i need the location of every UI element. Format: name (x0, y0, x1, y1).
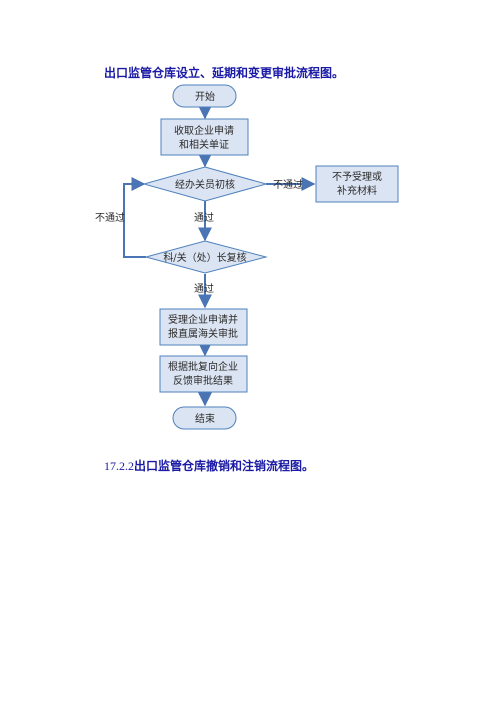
section-title: 出口监管仓库撤销和注销流程图。 (134, 459, 315, 473)
step-reject-or-supplement (315, 165, 399, 203)
start-label: 开始 (195, 90, 215, 103)
edge-label-fail-left: 不通过 (95, 211, 125, 224)
start-terminator (172, 84, 237, 108)
step-accept-line1: 受理企业申请并 (168, 313, 238, 326)
section-subheading: 17.2.2出口监管仓库撤销和注销流程图。 (104, 457, 314, 474)
step-reject-line1: 不予受理或 (332, 171, 382, 183)
step-feedback-line2: 反馈审批结果 (173, 374, 233, 387)
edge-label-fail-right: 不通过 (273, 178, 303, 191)
decision-chief-review-label: 科/关（处）长复核 (163, 251, 246, 264)
step-feedback-result (159, 355, 248, 393)
step-reject-line2: 补充材料 (337, 184, 377, 197)
step-accept-and-report (159, 308, 248, 346)
decision-initial-review (142, 166, 268, 202)
step-receive-application-line2: 和相关单证 (179, 138, 229, 151)
end-label: 结束 (195, 412, 215, 425)
end-terminator (172, 406, 237, 430)
arrow-check2-back-to-check1 (123, 177, 146, 258)
step-receive-application-line1: 收取企业申请 (174, 124, 234, 137)
edge-label-pass-1: 通过 (194, 211, 214, 224)
step-accept-line2: 报直属海关审批 (168, 327, 238, 340)
flowchart-title: 出口监管仓库设立、延期和变更审批流程图。 (104, 66, 345, 80)
step-receive-application (160, 118, 249, 156)
step-feedback-line1: 根据批复向企业 (168, 360, 238, 373)
decision-chief-review (144, 240, 268, 274)
edge-label-pass-2: 通过 (194, 282, 214, 295)
decision-initial-review-label: 经办关员初核 (175, 178, 235, 191)
section-number: 17.2.2 (104, 459, 134, 473)
